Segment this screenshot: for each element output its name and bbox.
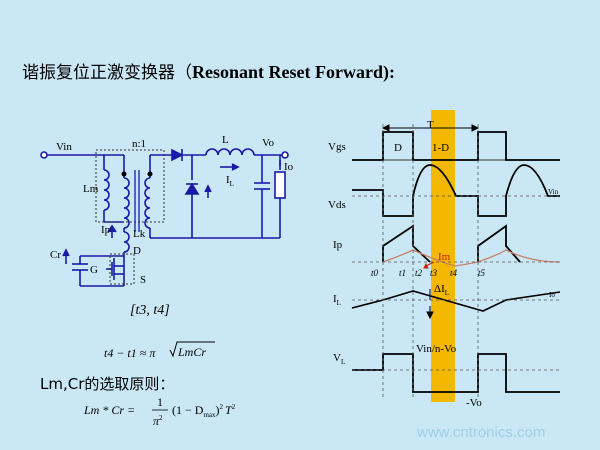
label-neg-vo: -Vo (466, 397, 482, 409)
output-inductor (205, 148, 255, 156)
label-ip-wave: Ip (333, 239, 343, 251)
label-t0: t0 (371, 268, 379, 278)
label-io-wave: Io (549, 291, 555, 299)
vin-terminal (40, 151, 48, 159)
freewheel-diode (184, 182, 200, 195)
label-vgs: Vgs (328, 141, 346, 153)
lm-inductor (103, 169, 110, 211)
ip-wave (382, 224, 431, 263)
label-t4: t4 (450, 268, 458, 278)
title-english: Resonant Reset Forward (192, 62, 383, 82)
transformer-box (95, 149, 165, 223)
selection-rule-label: Lm,Cr的选取原则： (40, 375, 175, 393)
label-vin: Vin (56, 141, 72, 153)
label-g: G (90, 264, 98, 276)
label-vin-n-vo: Vin/n-Vo (416, 343, 457, 355)
label-vds-vin: Vin (548, 188, 559, 196)
im-wave (382, 249, 561, 267)
title-chinese: 谐振复位正激变换器（ (22, 63, 192, 83)
label-d-interval: D (394, 142, 402, 154)
formula2-num: 1 (157, 395, 163, 409)
label-lm: Lm (83, 183, 99, 195)
vl-wave (352, 353, 560, 393)
formula1-rad: LmCr (177, 345, 206, 359)
label-il-wave: IL (333, 293, 341, 307)
title-suffix: ): (382, 62, 395, 82)
lk-inductor (123, 231, 130, 253)
label-lk: Lk (133, 228, 146, 240)
mosfet-box (109, 253, 135, 285)
label-l: L (222, 134, 229, 146)
formula2-den: π2 (153, 414, 163, 428)
label-t1: t1 (399, 268, 406, 278)
watermark: www.cntronics.com (417, 424, 546, 441)
label-t3: t3 (430, 268, 438, 278)
forward-diode (171, 148, 184, 162)
label-one-minus-d: 1-D (432, 142, 449, 154)
label-d: D (133, 245, 141, 257)
label-vds: Vds (328, 199, 346, 211)
formula2-lhs: Lm * Cr = (83, 403, 135, 417)
label-s: S (140, 274, 146, 286)
label-im: Im (438, 251, 451, 263)
label-t2: t2 (415, 268, 423, 278)
label-io: Io (284, 161, 294, 173)
label-t5: t5 (478, 268, 486, 278)
label-vl-wave: VL (333, 352, 345, 366)
il-wave (351, 290, 561, 312)
secondary-winding (144, 177, 151, 229)
vo-terminal (281, 151, 289, 159)
formula1-lhs: t4 − t1 ≈ π (104, 346, 156, 360)
label-delta-il: ΔIL (434, 283, 449, 297)
slide-title: 谐振复位正激变换器（Resonant Reset Forward): (22, 58, 395, 83)
label-cr: Cr (50, 249, 61, 261)
label-il: IL (226, 174, 234, 188)
label-ip: Ip (101, 224, 111, 236)
label-vo: Vo (262, 137, 275, 149)
load-resistor (274, 171, 286, 199)
label-period: T (427, 119, 434, 131)
label-ratio: n:1 (132, 138, 146, 150)
highlight-band (431, 110, 455, 402)
interval-caption: [t3, t4] (130, 303, 170, 318)
primary-winding (123, 177, 130, 229)
